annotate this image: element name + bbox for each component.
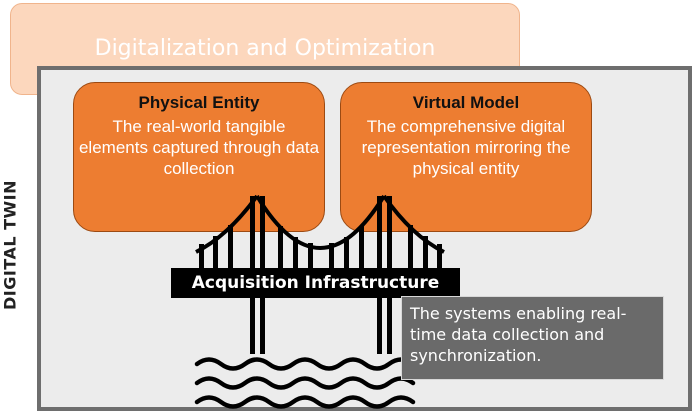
acquisition-description: The systems enabling real-time data coll… <box>401 296 664 380</box>
virtual-model-card: Virtual Model The comprehensive digital … <box>340 82 592 232</box>
bridge-cables <box>195 194 445 254</box>
physical-entity-card: Physical Entity The real-world tangible … <box>73 82 325 232</box>
acquisition-infrastructure-label: Acquisition Infrastructure <box>171 268 460 298</box>
physical-entity-title: Physical Entity <box>138 93 260 112</box>
virtual-model-description: The comprehensive digital representation… <box>361 117 571 178</box>
virtual-model-title: Virtual Model <box>412 93 520 112</box>
physical-entity-description: The real-world tangible elements capture… <box>78 117 320 178</box>
bridge-hangers <box>199 225 442 268</box>
water-waves-icon <box>194 357 416 409</box>
banner-title: Digitalization and Optimization <box>94 36 436 61</box>
